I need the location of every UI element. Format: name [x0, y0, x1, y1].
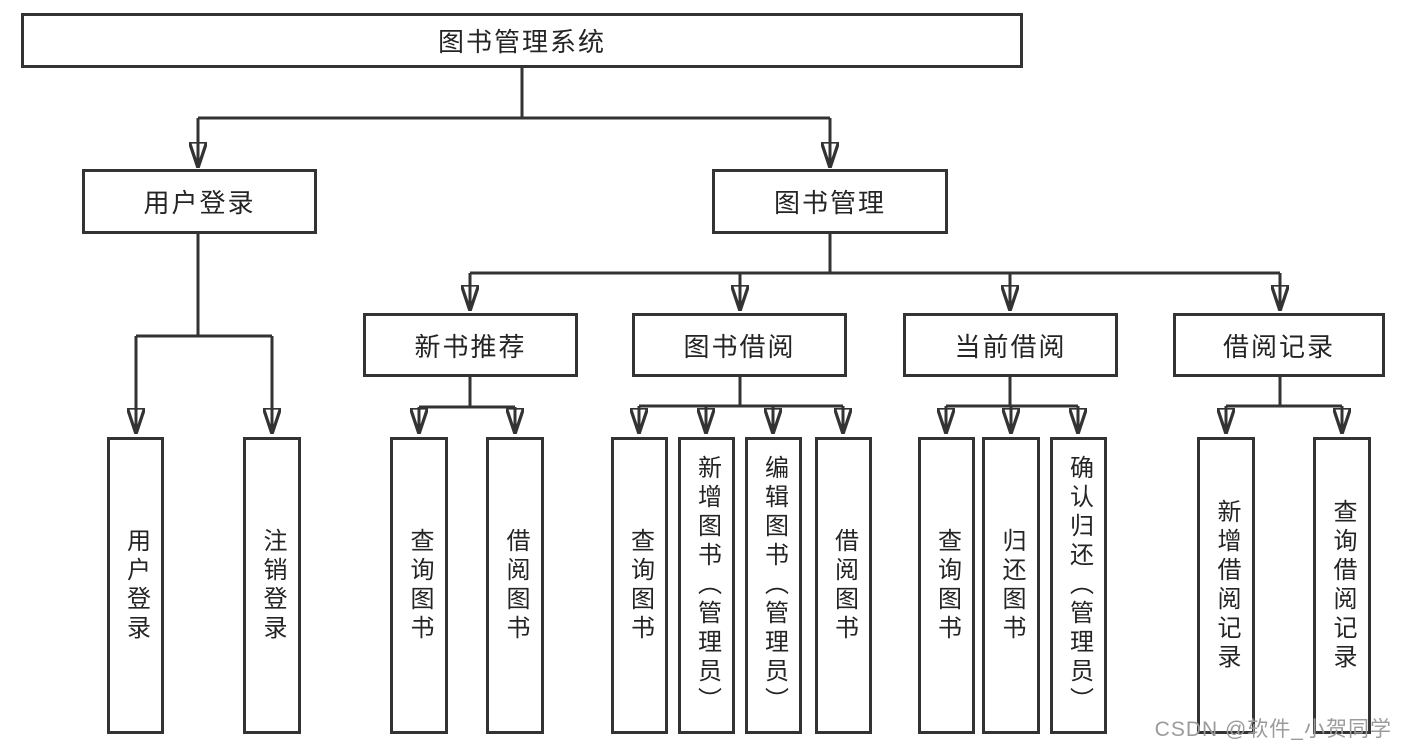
leaf-logout-login-label: 注销登录: [259, 527, 286, 644]
node-current-borrowing-label: 当前借阅: [954, 331, 1067, 362]
leaf-add-books-admin-label: 新增图书（管理员）: [693, 455, 721, 716]
leaf-query-borrow-record: 查询借阅记录: [1313, 437, 1371, 734]
leaf-return-books: 归还图书: [982, 437, 1040, 734]
leaf-borrow-books-borrowing-label: 借阅图书: [830, 527, 858, 644]
watermark: CSDN @软件_小贺同学: [1154, 718, 1392, 741]
node-user-login-label: 用户登录: [143, 188, 256, 218]
leaf-query-books-current: 查询图书: [918, 437, 975, 734]
leaf-query-borrow-record-label: 查询借阅记录: [1329, 498, 1356, 673]
node-book-management-label: 图书管理: [773, 188, 886, 218]
leaf-edit-books-admin: 编辑图书（管理员）: [745, 437, 802, 734]
leaf-return-books-label: 归还图书: [998, 527, 1025, 644]
node-borrowing-records: 借阅记录: [1173, 313, 1385, 377]
leaf-confirm-return-admin: 确认归还（管理员）: [1050, 437, 1107, 734]
node-new-book-recommendation: 新书推荐: [363, 313, 578, 377]
node-book-borrowing: 图书借阅: [632, 313, 847, 377]
leaf-confirm-return-admin-label: 确认归还（管理员）: [1065, 455, 1093, 716]
leaf-user-login: 用户登录: [107, 437, 164, 734]
leaf-user-login-label: 用户登录: [122, 527, 150, 644]
leaf-borrow-books-recommend: 借阅图书: [486, 437, 544, 734]
leaf-borrow-books-recommend-label: 借阅图书: [502, 527, 529, 644]
leaf-edit-books-admin-label: 编辑图书（管理员）: [760, 455, 788, 716]
leaf-add-borrow-record: 新增借阅记录: [1197, 437, 1255, 734]
leaf-borrow-books-borrowing: 借阅图书: [815, 437, 872, 734]
node-user-login: 用户登录: [82, 169, 317, 234]
leaf-query-books-current-label: 查询图书: [933, 527, 961, 644]
leaf-query-books-recommend-label: 查询图书: [406, 527, 433, 644]
leaf-add-borrow-record-label: 新增借阅记录: [1213, 498, 1240, 673]
leaf-logout-login: 注销登录: [243, 437, 301, 734]
node-current-borrowing: 当前借阅: [903, 313, 1118, 377]
leaf-query-books-borrowing-label: 查询图书: [626, 527, 654, 644]
leaf-query-books-borrowing: 查询图书: [611, 437, 668, 734]
leaf-query-books-recommend: 查询图书: [390, 437, 448, 734]
node-library-system: 图书管理系统: [21, 13, 1023, 68]
node-borrowing-records-label: 借阅记录: [1222, 331, 1335, 362]
node-book-management: 图书管理: [712, 169, 948, 234]
node-new-book-recommendation-label: 新书推荐: [414, 331, 527, 362]
node-library-system-label: 图书管理系统: [437, 27, 606, 57]
node-book-borrowing-label: 图书借阅: [683, 331, 796, 362]
leaf-add-books-admin: 新增图书（管理员）: [678, 437, 735, 734]
